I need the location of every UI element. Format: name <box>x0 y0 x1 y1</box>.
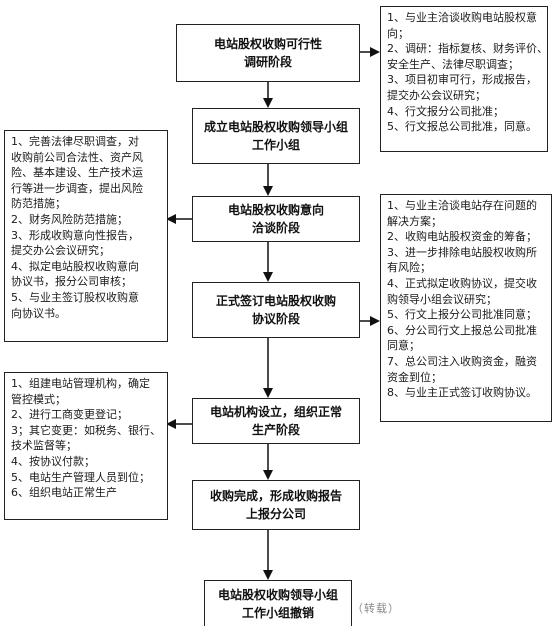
stage-line: 生产阶段 <box>251 423 300 437</box>
note-line: 6、分公司行文上报总公司批准 <box>387 323 537 337</box>
stage-group-dissolution: 电站股权收购领导小组 工作小组撤销 <box>204 580 352 626</box>
note-feasibility-tasks: 1、与业主洽谈收购电站股权意 向； 2、调研：指标复核、财务评价、 安全生产、法… <box>380 6 548 152</box>
stage-line: 协议阶段 <box>251 312 300 326</box>
watermark-caption: （转载） <box>352 602 400 615</box>
note-line: 5、行文上报分公司批准同意； <box>387 308 537 322</box>
stage-agreement-signing: 正式签订电站股权收购 协议阶段 <box>192 282 360 338</box>
note-line: 安全生产、法律尽职调查； <box>387 57 519 71</box>
note-line: 8、与业主正式签订收购协议。 <box>387 386 537 400</box>
note-line: 2、财务风险防范措施； <box>11 212 128 226</box>
note-intent-tasks: 1、完善法律尽职调查，对 收购前公司合法性、资产风 险、基本建设、生产技术运 行… <box>4 130 168 342</box>
note-line: 有风险； <box>387 261 431 275</box>
note-line: 1、完善法律尽职调查，对 <box>11 135 139 148</box>
note-line: 2、调研：指标复核、财务评价、 <box>387 42 548 56</box>
note-line: 3、进一步排除电站股权收购所 <box>387 245 537 259</box>
note-line: 4、行文报分公司批准； <box>387 104 504 118</box>
stage-line: 工作小组撤销 <box>241 605 314 620</box>
stage-line: 成立电站股权收购领导小组 <box>203 120 348 134</box>
stage-line: 调研阶段 <box>243 55 292 69</box>
note-line: 3、项目初审可行，形成报告， <box>387 73 537 87</box>
stage-line: 正式签订电站股权收购 <box>215 294 336 308</box>
note-line: 1、组建电站管理机构，确定 <box>11 377 150 390</box>
note-line: 3、形成收购意向性报告， <box>11 228 139 242</box>
note-line: 同意； <box>387 339 420 353</box>
note-line: 收购前公司合法性、资产风 <box>11 150 143 164</box>
note-line: 4、按协议付款； <box>11 454 95 468</box>
stage-line: 工作小组 <box>251 138 300 152</box>
note-line: 险、基本建设、生产技术运 <box>11 166 143 180</box>
note-line: 管控模式； <box>11 392 66 406</box>
note-line: 解决方案； <box>387 214 442 228</box>
stage-organization-setup: 电站机构设立，组织正常 生产阶段 <box>192 398 360 444</box>
note-line: 协议书，报分公司审核； <box>11 275 132 289</box>
stage-line: 电站机构设立，组织正常 <box>209 405 342 419</box>
stage-line: 电站股权收购意向 <box>227 203 324 217</box>
stage-acquisition-report: 收购完成，形成收购报告 上报分公司 <box>192 480 360 530</box>
note-line: 4、拟定电站股权收购意向 <box>11 259 139 273</box>
note-line: 5、电站生产管理人员到位； <box>11 470 150 484</box>
note-line: 3；其它变更：如税务、银行、 <box>11 423 161 437</box>
stage-line: 电站股权收购领导小组 <box>217 587 338 602</box>
stage-line: 收购完成，形成收购报告 <box>209 489 342 503</box>
note-line: 6、组织电站正常生产 <box>11 486 117 500</box>
note-line: 1、与业主洽谈收购电站股权意 <box>387 11 537 24</box>
note-line: 提交办公会议研究； <box>11 244 110 258</box>
note-line: 2、进行工商变更登记； <box>11 408 128 422</box>
note-line: 5、行文报总公司批准，同意。 <box>387 120 537 134</box>
note-line: 购领导小组会议研究； <box>387 292 497 306</box>
stage-line: 上报分公司 <box>245 507 306 521</box>
note-line: 技术监督等； <box>11 439 77 453</box>
note-line: 资金到位； <box>387 370 442 384</box>
note-line: 提交办公会议研究； <box>387 88 486 102</box>
note-line: 2、收购电站股权资金的筹备； <box>387 230 537 244</box>
stage-line: 洽谈阶段 <box>251 221 300 235</box>
stage-leadership-group: 成立电站股权收购领导小组 工作小组 <box>192 108 360 164</box>
note-line: 4、正式拟定收购协议，提交收 <box>387 276 537 290</box>
note-line: 防范措施； <box>11 197 66 211</box>
note-line: 1、与业主洽谈电站存在问题的 <box>387 199 537 212</box>
note-line: 向协议书。 <box>11 306 66 320</box>
stage-feasibility-study: 电站股权收购可行性 调研阶段 <box>176 24 360 82</box>
note-line: 7、总公司注入收购资金，融资 <box>387 354 537 368</box>
note-setup-tasks: 1、组建电站管理机构，确定 管控模式； 2、进行工商变更登记； 3；其它变更：如… <box>4 372 168 520</box>
note-line: 5、与业主签订股权收购意 <box>11 290 139 304</box>
note-agreement-tasks: 1、与业主洽谈电站存在问题的 解决方案； 2、收购电站股权资金的筹备； 3、进一… <box>380 194 552 422</box>
stage-line: 电站股权收购可行性 <box>213 37 322 51</box>
stage-intent-negotiation: 电站股权收购意向 洽谈阶段 <box>192 196 360 242</box>
note-line: 行等进一步调查，提出风险 <box>11 181 143 195</box>
note-line: 向； <box>387 26 409 40</box>
